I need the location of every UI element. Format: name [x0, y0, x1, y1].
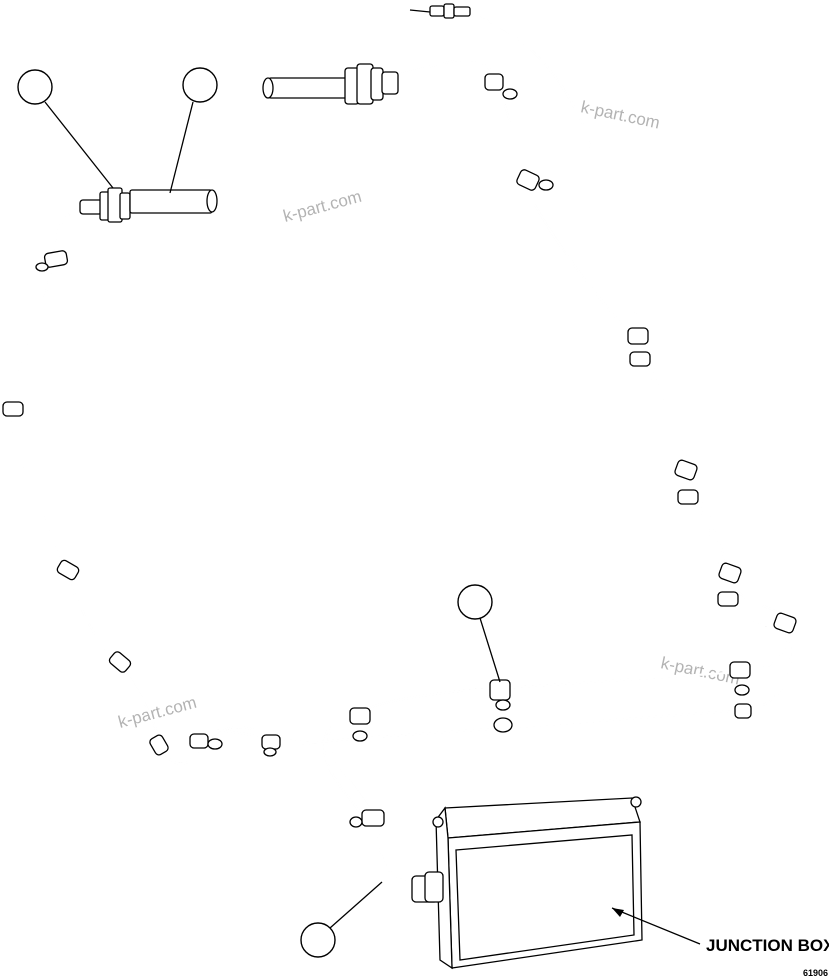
- clip: [674, 459, 699, 505]
- clip: [717, 562, 742, 607]
- probe-sensor: [409, 3, 471, 19]
- junction-box-leader: [611, 907, 701, 945]
- callout-circle: [457, 584, 493, 620]
- clip: [484, 73, 518, 100]
- watermark: k-part.com: [281, 187, 363, 226]
- clip: [489, 679, 511, 711]
- leader-line: [329, 881, 383, 929]
- clip: [2, 401, 24, 417]
- clip: [729, 661, 751, 696]
- wire-harness: [8, 12, 792, 887]
- clip: [773, 612, 797, 634]
- watermark: k-part.com: [579, 97, 661, 132]
- clip: [349, 809, 385, 828]
- watermark: k-part.com: [116, 693, 198, 732]
- callout-circle: [182, 67, 218, 103]
- clip: [149, 734, 169, 756]
- callout-circle: [300, 922, 336, 958]
- figure-number: 61906: [803, 968, 828, 978]
- junction-box: [411, 796, 643, 970]
- clip: [35, 250, 69, 272]
- junction-box-label: JUNCTION BOX: [706, 936, 829, 955]
- leader-line: [479, 617, 501, 683]
- clip: [516, 169, 554, 191]
- clip: [108, 651, 132, 673]
- leader-line: [169, 101, 194, 194]
- clip: [734, 703, 752, 719]
- callout-circle: [17, 69, 53, 105]
- watermark: k-part.com: [659, 653, 741, 688]
- clip: [627, 327, 651, 367]
- clip: [261, 734, 281, 757]
- callouts: [17, 67, 701, 958]
- clip: [349, 707, 371, 742]
- leader-line: [44, 101, 114, 189]
- clip: [493, 717, 513, 733]
- left-temperature-sensor: [79, 187, 218, 223]
- clip: [189, 733, 223, 750]
- harness-clips: [2, 73, 797, 828]
- top-temperature-sensor: [262, 63, 399, 105]
- clip: [56, 559, 80, 581]
